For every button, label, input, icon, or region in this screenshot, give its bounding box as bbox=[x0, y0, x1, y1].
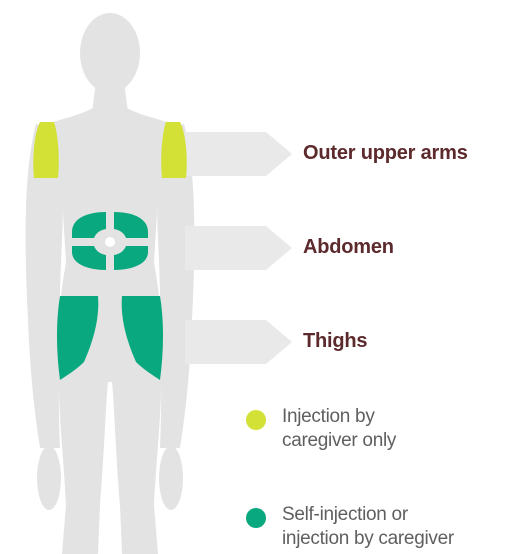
label-outer-upper-arms: Outer upper arms bbox=[303, 142, 468, 165]
green-dot-icon bbox=[246, 508, 266, 528]
legend-item-self-or-caregiver: Self-injection or injection by caregiver bbox=[246, 503, 454, 551]
legend-text-caregiver-only: Injection by caregiver only bbox=[282, 405, 396, 453]
body-silhouette bbox=[26, 13, 195, 554]
lime-dot-icon bbox=[246, 410, 266, 430]
arrow-outer-upper-arms bbox=[185, 132, 292, 176]
label-abdomen: Abdomen bbox=[303, 236, 394, 259]
legend-item-caregiver-only: Injection by caregiver only bbox=[246, 405, 396, 453]
zone-right-upper-arm bbox=[161, 122, 187, 178]
legend-text-self-or-caregiver: Self-injection or injection by caregiver bbox=[282, 503, 454, 551]
arrow-abdomen bbox=[185, 226, 292, 270]
navel bbox=[105, 237, 115, 247]
arrow-thighs bbox=[185, 320, 292, 364]
label-thighs: Thighs bbox=[303, 330, 367, 353]
zone-left-upper-arm bbox=[33, 122, 59, 178]
